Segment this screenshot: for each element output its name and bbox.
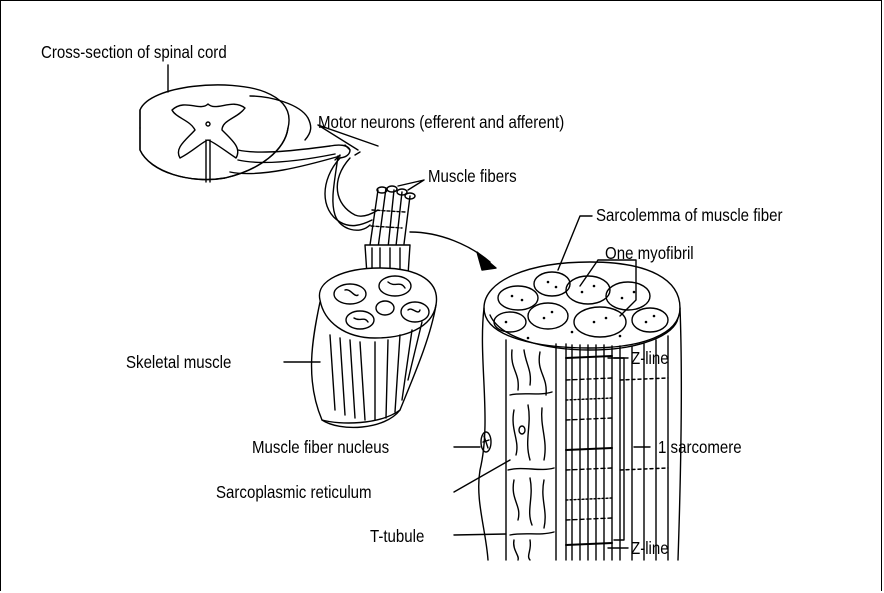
nerve-strands: [325, 152, 378, 230]
label-spinal-cord: Cross-section of spinal cord: [41, 42, 227, 62]
label-t-tubule: T-tubule: [370, 526, 424, 546]
label-myofibril: One myofibril: [605, 243, 694, 263]
spinal-cord-cross-section: [140, 85, 350, 182]
muscle-fiber-large: [479, 262, 682, 560]
label-sarcoplasmic-reticulum: Sarcoplasmic reticulum: [216, 482, 372, 502]
label-muscle-fiber-nucleus: Muscle fiber nucleus: [252, 437, 389, 457]
label-sarcolemma: Sarcolemma of muscle fiber: [596, 205, 783, 225]
label-z-line-bottom: Z-line: [631, 538, 669, 558]
label-skeletal-muscle: Skeletal muscle: [126, 352, 231, 372]
magnification-arrow: [410, 232, 496, 270]
label-z-line-top: Z-line: [631, 348, 669, 368]
label-motor-neurons: Motor neurons (efferent and afferent): [318, 112, 564, 132]
skeletal-muscle: [312, 268, 437, 427]
label-muscle-fibers: Muscle fibers: [428, 166, 517, 186]
label-sarcomere: 1 sarcomere: [658, 437, 742, 457]
